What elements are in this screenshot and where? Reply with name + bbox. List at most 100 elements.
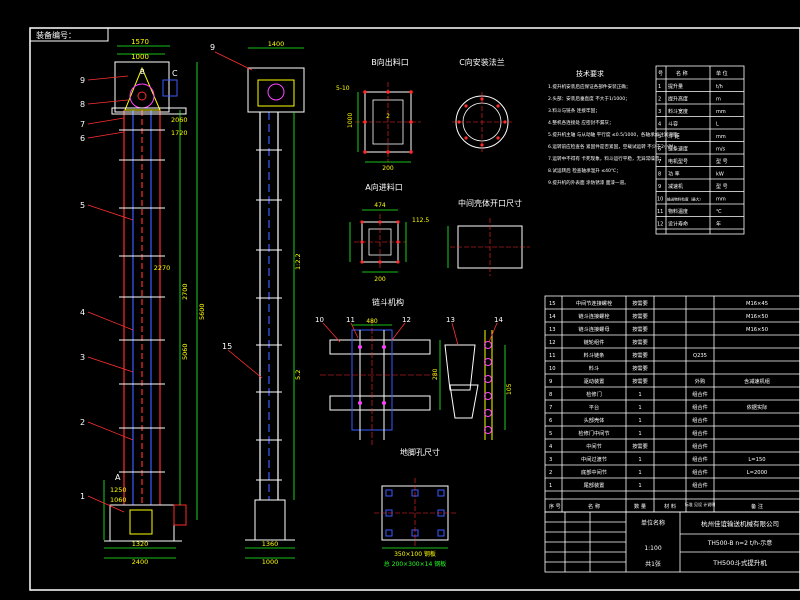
front-base-label: A: [115, 473, 121, 482]
bom-row-qty: 1: [638, 470, 641, 476]
front-part-6: 6: [80, 134, 85, 143]
bom-row-material: 组合件: [692, 390, 708, 398]
section-a-inlet: A向进料口 474 112.5 200: [349, 182, 429, 283]
title-unit-name: 单位名称: [641, 519, 665, 527]
bom-row-remark: M16×45: [746, 301, 768, 307]
foundation-dim-1: 350×100 钢板: [394, 550, 436, 558]
bom-row-material: 组合件: [692, 481, 708, 489]
side-dim-1: 1:2.2: [294, 253, 302, 270]
front-base-dim-2: 1060: [110, 496, 127, 504]
spec-row-name: 功 率: [668, 171, 680, 178]
middle-section-title: 中间壳体开口尺寸: [458, 198, 522, 208]
bom-row-remark: M16×50: [746, 314, 768, 320]
side-base-dim-2: 1000: [262, 558, 279, 566]
spec-row-no: 11: [657, 209, 663, 215]
spec-row-no: 12: [657, 222, 663, 228]
spec-row-unit: L: [716, 122, 719, 128]
side-section-joints: [256, 149, 282, 481]
bom-row-name: 中间节: [586, 442, 602, 450]
bom-row-name: 平台: [589, 403, 599, 411]
front-part-8: 8: [80, 100, 85, 109]
spec-row-name: 链条速度: [668, 146, 688, 153]
front-dim-top-2: 1000: [131, 53, 149, 61]
spec-row-name: 输送物料粒度（最大）: [667, 197, 703, 202]
spec-row-no: 2: [658, 97, 661, 103]
bom-row-qty: 按需要: [632, 338, 648, 346]
note-5: 5.提升机主轴 与从动轴 平行度 ≤0.5/1000，各轴承加注润滑脂；: [548, 131, 682, 138]
spec-row-name: 斗 距: [668, 134, 680, 140]
bom-row-qty: 按需要: [632, 442, 648, 450]
bom-row-material: 组合件: [692, 416, 708, 424]
front-part-5: 5: [80, 201, 85, 210]
note-6: 6.运转前应检查各 紧固件是否紧固，空载试运转 不少于2小时；: [548, 143, 678, 150]
spec-row-no: 9: [658, 184, 661, 190]
section-b-title: B向出料口: [371, 57, 409, 67]
front-part-1: 1: [80, 492, 85, 501]
bom-row-remark: 含减速机组: [744, 377, 770, 385]
bucket-callout-14: 14: [494, 316, 503, 324]
bom-header-no: 序 号: [549, 503, 561, 510]
bom-row-remark: L=2000: [747, 470, 767, 476]
front-elevation-view: 1570 1000 B C 2060 1720 2270 2700 5060 5…: [80, 38, 206, 566]
spec-row-unit: ℃: [716, 209, 722, 215]
side-part-15: 15: [222, 342, 232, 351]
bucket-callout-10: 10: [315, 316, 324, 324]
spec-row-no: 10: [657, 197, 663, 203]
bom-row-no: 8: [549, 392, 552, 398]
front-dim-top-1: 1570: [131, 38, 149, 46]
bom-header-qty: 数 量: [634, 502, 646, 510]
spec-row-unit: 型 号: [716, 183, 728, 190]
section-b-discharge: B向出料口 1000 200 2 5-10: [336, 57, 421, 172]
front-part-9: 9: [80, 76, 85, 85]
header-label: 装备编号：: [36, 30, 76, 40]
side-top-dim: 1400: [268, 40, 285, 48]
spec-row-no: 5: [658, 134, 661, 140]
title-company: 杭州佳谊输送机械有限公司: [701, 519, 779, 528]
bom-row-qty: 1: [638, 405, 641, 411]
note-9: 9.提升机的外表面 涂防锈漆 面漆一道。: [548, 179, 629, 186]
bom-row-name: 头部壳体: [584, 416, 606, 424]
note-4: 4.整机各连接处 应密封不漏灰；: [548, 119, 614, 126]
title-drawing-name: TH500斗式提升机: [712, 558, 767, 567]
bom-row-material: 组合件: [692, 429, 708, 437]
bucket-dim-3: 105: [506, 383, 513, 395]
front-base-dim-1: 1250: [110, 486, 127, 494]
bom-row-qty: 按需要: [632, 377, 648, 385]
spec-row-no: 3: [658, 109, 661, 115]
side-part-9: 9: [210, 43, 215, 52]
title-block: 单位名称 杭州佳谊输送机械有限公司 TH500-B n=2 t/h-示意 1:1…: [544, 511, 800, 573]
spec-row-unit: t/h: [716, 84, 723, 90]
spec-header-no: 号: [658, 71, 663, 77]
bom-row-material: Q235: [693, 353, 707, 359]
bom-row-name: 料斗链条: [584, 351, 605, 359]
front-part-3: 3: [80, 353, 85, 362]
section-a-dim-2: 112.5: [412, 217, 429, 224]
bom-row-qty: 1: [638, 418, 641, 424]
spec-row-no: 1: [658, 84, 661, 90]
bom-row-name: 链斗连接螺母: [578, 325, 609, 333]
front-dimensions: [103, 45, 198, 559]
spec-row-no: 4: [658, 122, 661, 128]
bucket-dim-2: 280: [432, 368, 439, 380]
front-head-dim-2: 1720: [171, 129, 188, 137]
bom-row-name: 检修门: [586, 390, 602, 398]
spec-row-unit: mm: [716, 109, 726, 115]
spec-row-unit: mm: [716, 197, 726, 203]
spec-row-unit: m: [716, 97, 721, 103]
bom-row-name: 料斗: [589, 364, 599, 372]
spec-row-name: 提升高度: [668, 96, 688, 103]
bom-row-name: 尾部装置: [584, 481, 605, 489]
bom-row-no: 4: [549, 444, 553, 450]
title-sheet: 共1张: [645, 560, 661, 568]
spec-row-name: 物料温度: [668, 208, 688, 215]
middle-section-opening: 中间壳体开口尺寸: [447, 198, 530, 276]
front-callout-c: C: [172, 69, 178, 78]
section-a-title: A向进料口: [365, 182, 402, 192]
side-dimensions: [245, 47, 304, 559]
spec-row-name: 电机型号: [668, 158, 688, 165]
bom-row-no: 12: [549, 340, 556, 346]
side-base-dim-1: 1360: [262, 540, 279, 548]
sheet-frame: [29, 27, 800, 591]
title-drawing-no: TH500-B n=2 t/h-示意: [707, 539, 773, 547]
bom-row-no: 5: [549, 431, 552, 437]
